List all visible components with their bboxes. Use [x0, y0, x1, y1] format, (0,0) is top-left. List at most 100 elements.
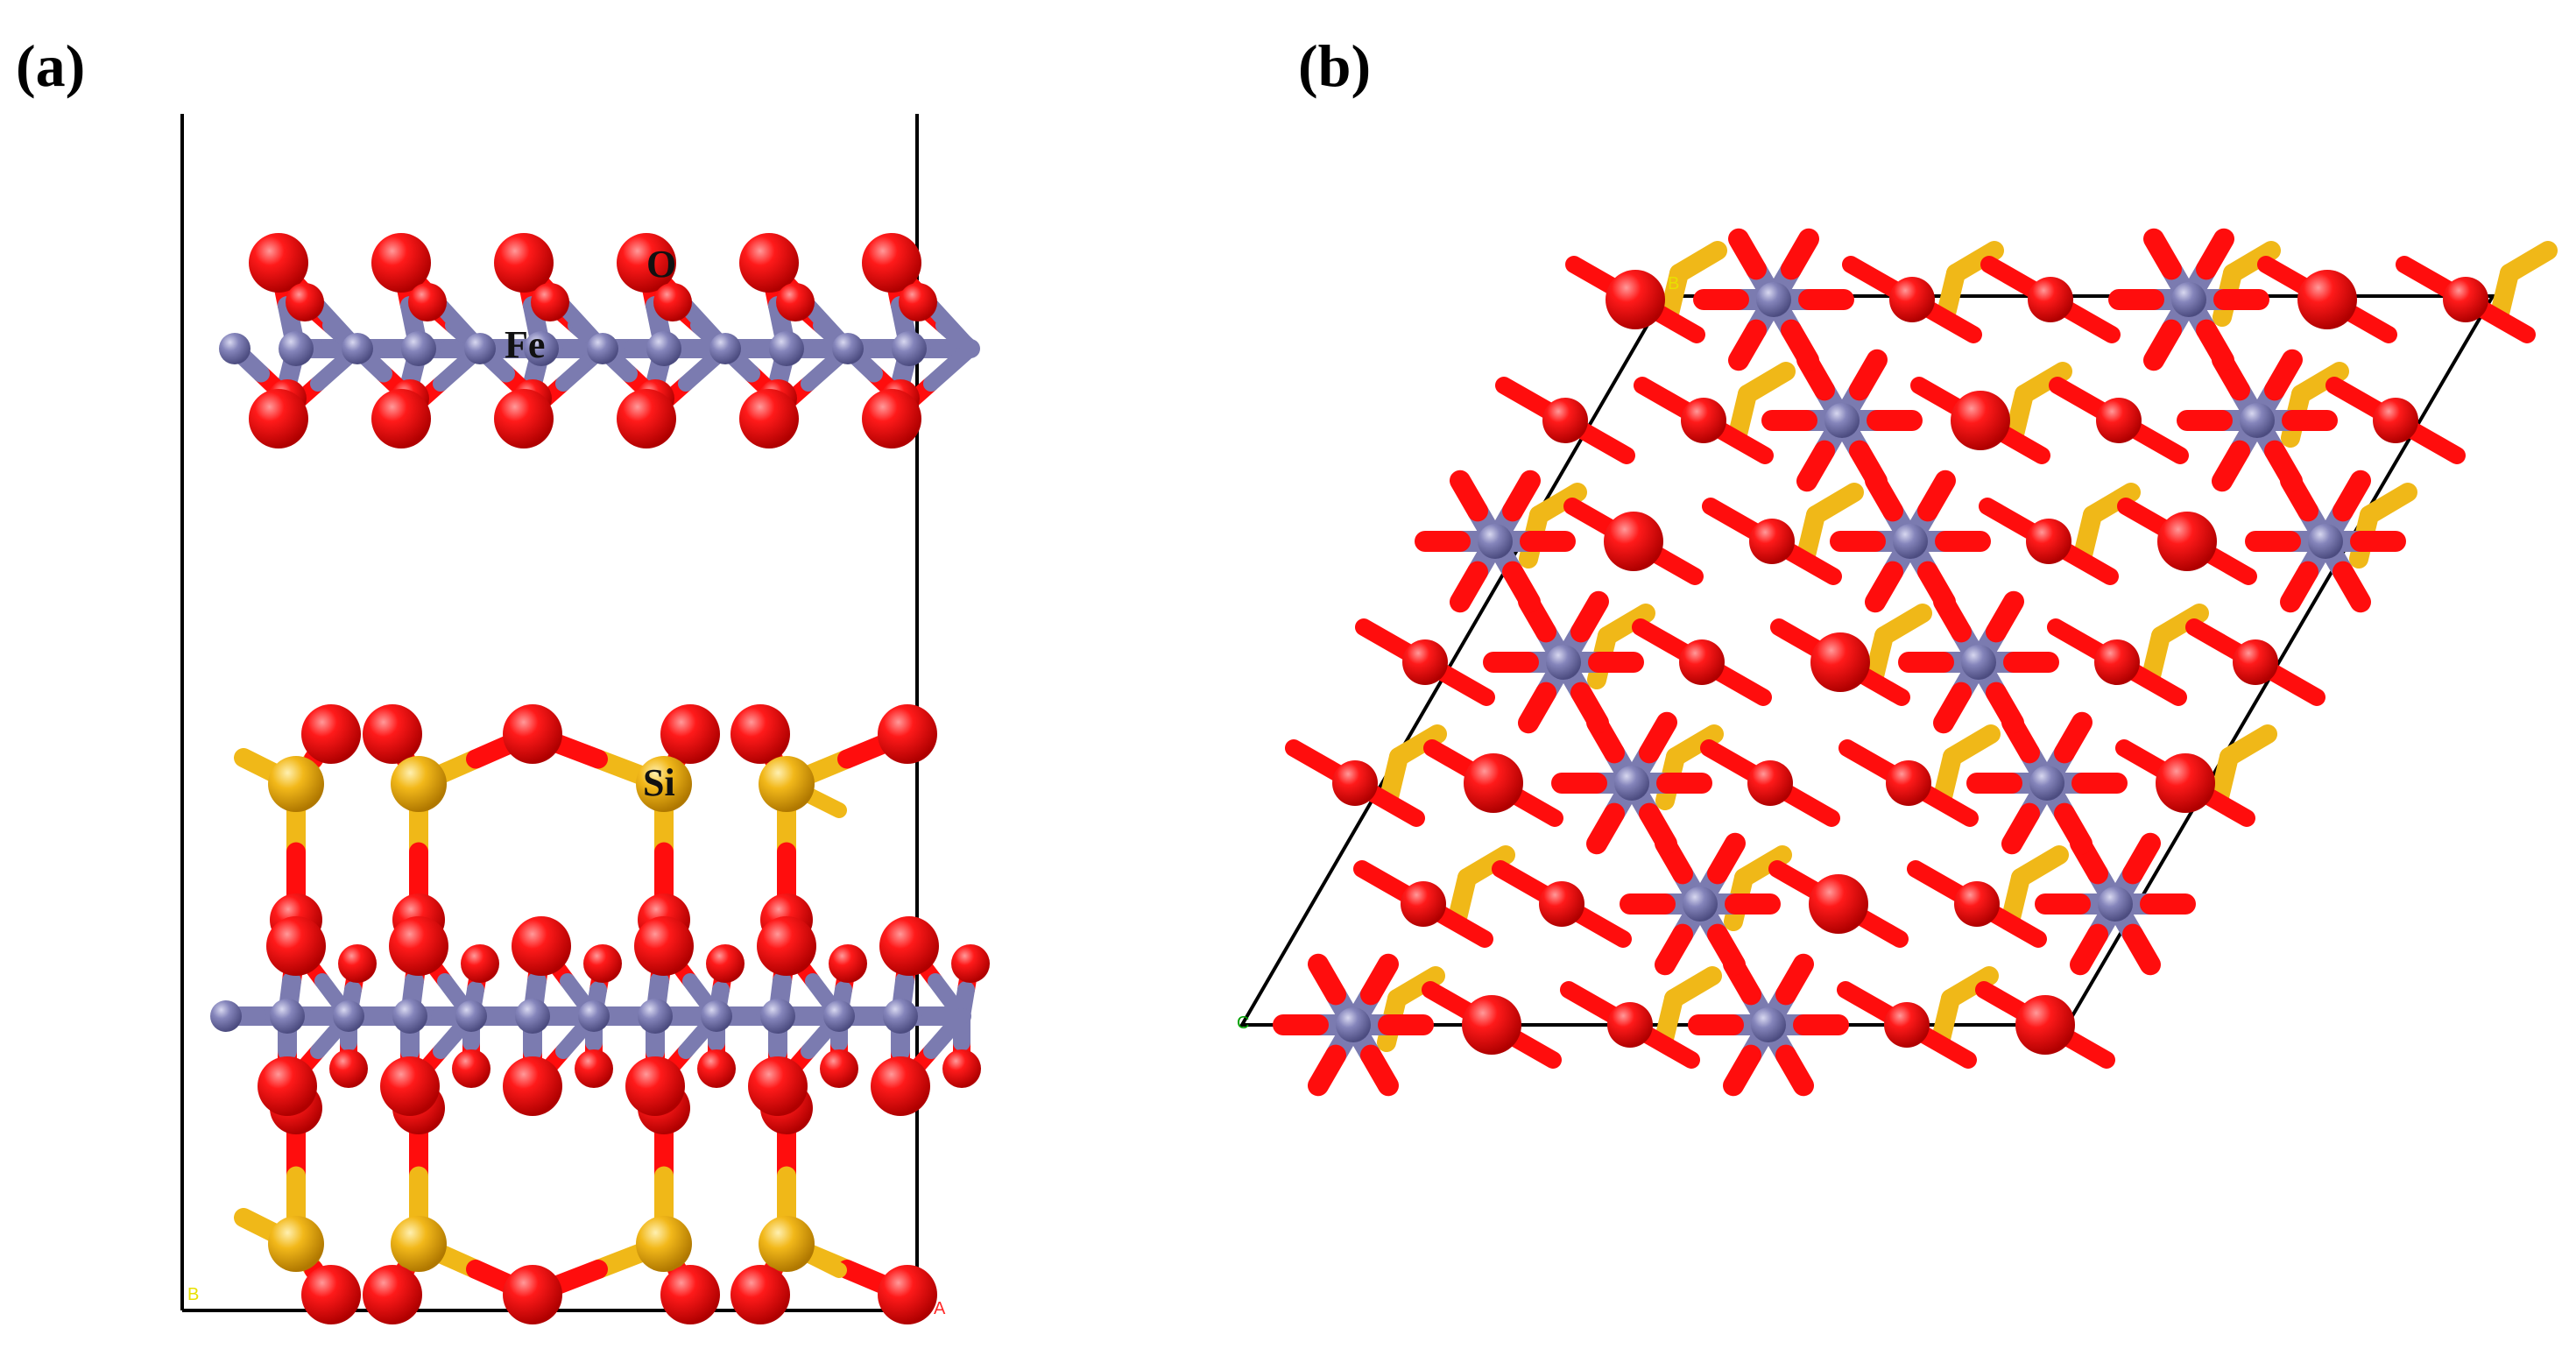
bond [2122, 832, 2161, 885]
panel-a-bonds [216, 253, 980, 1304]
oxygen-atom [879, 916, 939, 976]
iron-atom [1336, 1007, 1371, 1042]
oxygen-atom [258, 1056, 317, 1116]
iron-atom [1751, 1007, 1786, 1042]
oxygen-atom [1402, 639, 1448, 685]
oxygen-atom [329, 1049, 368, 1088]
bond [2054, 802, 2093, 855]
oxygen-atom [494, 233, 554, 293]
bond [1360, 953, 1399, 1006]
oxygen-atom [286, 283, 324, 321]
silicon-atom [759, 756, 815, 812]
bond [1502, 561, 1541, 613]
iron-atom [455, 1000, 487, 1032]
oxygen-atom [899, 283, 937, 321]
iron-atom [342, 333, 373, 364]
iron-atom [578, 1000, 610, 1032]
oxygen-atom [583, 944, 622, 983]
oxygen-atom [739, 389, 799, 448]
oxygen-atom [862, 389, 921, 448]
bond [1360, 1044, 1399, 1097]
oxygen-atom [2094, 639, 2140, 685]
oxygen-atom [249, 389, 308, 448]
oxygen-atom [660, 1265, 720, 1324]
oxygen-atom [1604, 512, 1663, 571]
oxygen-atom [1954, 881, 2000, 927]
oxygen-atom [748, 1056, 808, 1116]
oxygen-atom [829, 944, 867, 983]
oxygen-atom [2157, 512, 2217, 571]
silicon-atom [636, 1216, 692, 1272]
oxygen-atom [1401, 881, 1446, 927]
oxygen-atom [862, 233, 921, 293]
oxygen-atom [1606, 270, 1665, 329]
silicon-atom [636, 756, 692, 812]
oxygen-atom [2026, 519, 2071, 564]
bond [1796, 440, 1835, 492]
iron-atom [1546, 645, 1581, 680]
oxygen-atom [730, 1265, 790, 1324]
oxygen-atom [503, 1056, 562, 1116]
oxygen-atom [371, 389, 431, 448]
oxygen-atom [1332, 760, 1378, 806]
bond [1308, 953, 1346, 1006]
iron-atom [401, 331, 436, 366]
oxygen-atom [878, 704, 937, 764]
bond [1986, 682, 2024, 734]
oxygen-atom [697, 1049, 736, 1088]
oxygen-atom [1462, 995, 1521, 1055]
oxygen-atom [1889, 277, 1935, 322]
oxygen-atom [653, 283, 692, 321]
iron-atom [638, 999, 673, 1034]
bond [1450, 470, 1488, 522]
oxygen-atom [363, 1265, 422, 1324]
axis-label-a: A [934, 1299, 946, 1318]
iron-atom [760, 999, 795, 1034]
silicon-atom [759, 1216, 815, 1272]
bond [1865, 561, 1903, 613]
bond [2143, 319, 2182, 371]
oxygen-atom [951, 944, 990, 983]
oxygen-atom [2373, 398, 2418, 443]
oxygen-atom [371, 233, 431, 293]
oxygen-atom [1886, 760, 1931, 806]
iron-atom [587, 333, 618, 364]
bond [923, 298, 978, 357]
iron-atom [2098, 886, 2133, 922]
bond [1450, 561, 1488, 613]
bond [1775, 1044, 1814, 1097]
silicon-atom [391, 1216, 447, 1272]
bond [1639, 711, 1677, 764]
oxygen-atom [2096, 398, 2142, 443]
bond [1707, 923, 1746, 976]
bond [1655, 923, 1693, 976]
iron-atom [832, 333, 864, 364]
oxygen-atom [871, 1056, 930, 1116]
bond [923, 1008, 970, 1059]
bond [1849, 440, 1888, 492]
bond [1781, 228, 1819, 280]
oxygen-atom [820, 1049, 858, 1088]
iron-atom [883, 999, 918, 1034]
axis-label-b-b: B [1668, 274, 1679, 293]
oxygen-atom [389, 916, 448, 976]
iron-atom [1756, 282, 1791, 317]
iron-atom [333, 1000, 364, 1032]
axis-label-b-a: B [187, 1285, 199, 1304]
iron-atom [823, 1000, 855, 1032]
oxygen-atom [1539, 881, 1584, 927]
oxygen-atom [617, 389, 676, 448]
bond [1781, 319, 1819, 371]
oxygen-atom [757, 916, 816, 976]
oxygen-atom [503, 1265, 562, 1324]
oxygen-atom [301, 704, 361, 764]
oxygen-atom [634, 916, 694, 976]
bond [1707, 832, 1746, 885]
panel-b-atoms [1332, 270, 2488, 1055]
bond [2212, 440, 2250, 492]
bond [1570, 590, 1609, 643]
panel-a-label: (a) [16, 32, 85, 99]
oxygen-atom [266, 916, 326, 976]
iron-atom [2171, 282, 2206, 317]
